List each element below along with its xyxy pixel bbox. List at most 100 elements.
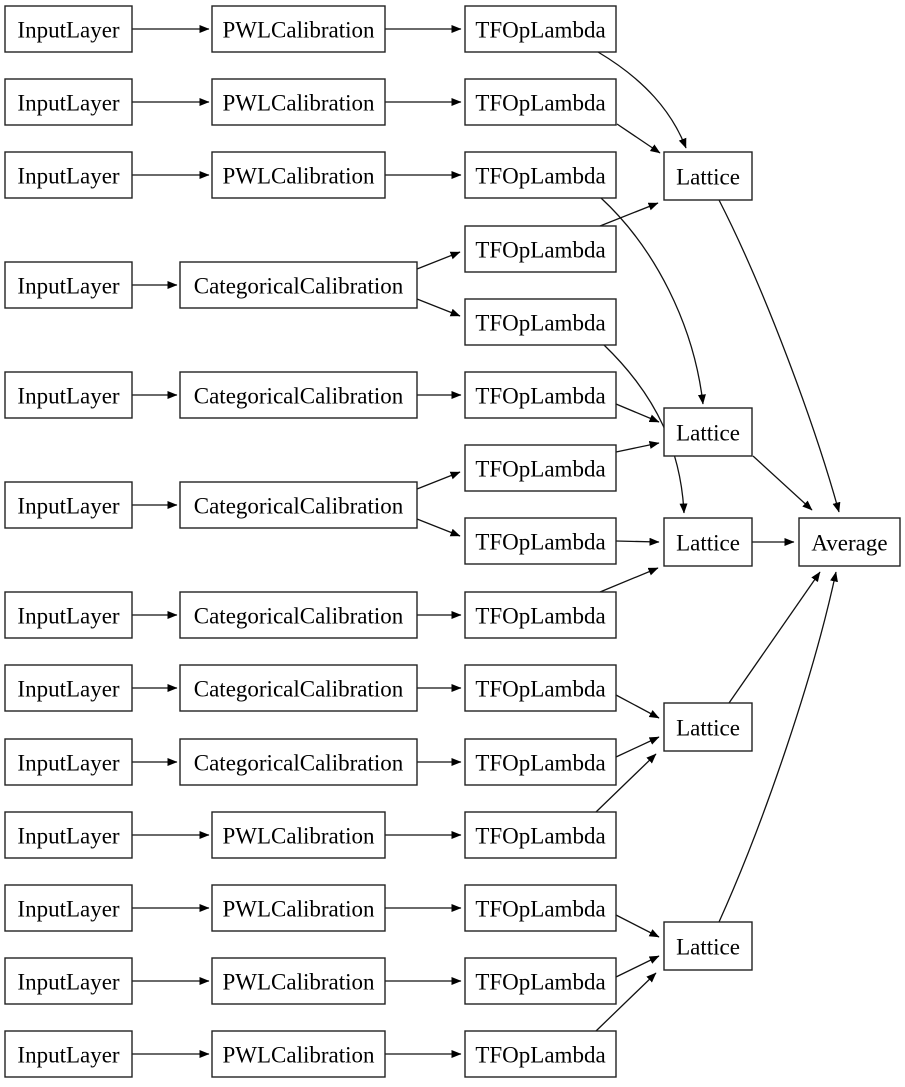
node-label-tfop13: TFOpLambda	[475, 897, 605, 922]
node-tfop15: TFOpLambda	[464, 1030, 617, 1078]
node-avg: Average	[798, 517, 901, 567]
edge-tfop10-lat4	[615, 694, 660, 719]
node-lat4: Lattice	[663, 702, 753, 752]
node-label-tfop9: TFOpLambda	[475, 604, 605, 629]
node-lat2: Lattice	[663, 407, 753, 457]
edge-tfop11-lat4	[615, 736, 660, 758]
edge-lat5-avg	[718, 571, 838, 923]
node-pwl5: PWLCalibration	[211, 884, 386, 932]
node-tfop12: TFOpLambda	[464, 811, 617, 859]
node-label-tfop4: TFOpLambda	[475, 238, 605, 263]
edge-tfop5-lat3	[603, 344, 688, 514]
edge-lat4-avg	[728, 571, 821, 704]
node-box-tfop6	[464, 371, 617, 419]
node-box-tfop10	[464, 664, 617, 712]
node-pwl4: PWLCalibration	[211, 811, 386, 859]
edge-cat3-tfop8	[416, 518, 461, 537]
edge-tfop2-lat1	[616, 123, 661, 154]
node-label-tfop12: TFOpLambda	[475, 824, 605, 849]
node-box-in4	[4, 261, 133, 309]
node-box-tfop4	[464, 225, 617, 273]
node-label-tfop11: TFOpLambda	[475, 751, 605, 776]
edge-tfop1-lat1	[597, 51, 687, 149]
node-box-cat3	[179, 481, 418, 529]
node-box-in6	[4, 481, 133, 529]
node-box-tfop9	[464, 591, 617, 639]
node-label-in7: InputLayer	[17, 604, 120, 629]
nodes-layer: InputLayerInputLayerInputLayerInputLayer…	[4, 5, 901, 1078]
node-tfop11: TFOpLambda	[464, 738, 617, 786]
edge-cat3-tfop7	[416, 471, 461, 490]
node-box-in9	[4, 738, 133, 786]
node-label-pwl1: PWLCalibration	[222, 18, 375, 43]
node-in8: InputLayer	[4, 664, 133, 712]
node-label-tfop5: TFOpLambda	[475, 311, 605, 336]
node-box-in5	[4, 371, 133, 419]
node-box-in2	[4, 78, 133, 126]
node-label-lat1: Lattice	[676, 165, 740, 190]
node-tfop4: TFOpLambda	[464, 225, 617, 273]
node-label-lat2: Lattice	[676, 421, 740, 446]
edge-tfop14-lat5	[615, 955, 660, 978]
edge-tfop7-lat2	[615, 441, 660, 453]
node-label-pwl3: PWLCalibration	[222, 164, 375, 189]
node-label-tfop1: TFOpLambda	[475, 18, 605, 43]
node-box-in3	[4, 151, 133, 199]
edge-lat2-avg	[752, 455, 813, 511]
node-in11: InputLayer	[4, 884, 133, 932]
node-pwl2: PWLCalibration	[211, 78, 386, 126]
node-label-in13: InputLayer	[17, 1043, 120, 1068]
node-box-tfop7	[464, 444, 617, 492]
node-label-pwl7: PWLCalibration	[222, 1043, 375, 1068]
edge-tfop8-lat3	[615, 537, 660, 546]
node-label-lat3: Lattice	[676, 531, 740, 556]
node-label-cat6: CategoricalCalibration	[194, 751, 404, 776]
node-label-in12: InputLayer	[17, 970, 120, 995]
node-box-pwl1	[211, 5, 386, 53]
node-lat1: Lattice	[663, 151, 753, 201]
node-label-pwl2: PWLCalibration	[222, 91, 375, 116]
node-in1: InputLayer	[4, 5, 133, 53]
node-box-cat2	[179, 371, 418, 419]
edge-tfop6-lat2	[615, 403, 660, 423]
node-box-pwl3	[211, 151, 386, 199]
node-label-tfop14: TFOpLambda	[475, 970, 605, 995]
node-cat6: CategoricalCalibration	[179, 738, 418, 786]
node-tfop5: TFOpLambda	[464, 298, 617, 346]
node-pwl1: PWLCalibration	[211, 5, 386, 53]
node-label-lat5: Lattice	[676, 935, 740, 960]
node-label-pwl6: PWLCalibration	[222, 970, 375, 995]
node-tfop1: TFOpLambda	[464, 5, 617, 53]
node-in9: InputLayer	[4, 738, 133, 786]
node-box-cat6	[179, 738, 418, 786]
node-pwl6: PWLCalibration	[211, 957, 386, 1005]
node-box-pwl7	[211, 1030, 386, 1078]
node-box-lat3	[663, 517, 753, 567]
node-label-in8: InputLayer	[17, 677, 120, 702]
edge-tfop15-lat5	[595, 972, 657, 1032]
node-box-tfop12	[464, 811, 617, 859]
node-in3: InputLayer	[4, 151, 133, 199]
node-label-in10: InputLayer	[17, 824, 120, 849]
node-box-cat5	[179, 664, 418, 712]
node-box-tfop15	[464, 1030, 617, 1078]
node-pwl3: PWLCalibration	[211, 151, 386, 199]
node-box-lat4	[663, 702, 753, 752]
edge-cat1-tfop4	[416, 251, 461, 270]
edge-tfop13-lat5	[615, 914, 660, 938]
node-in4: InputLayer	[4, 261, 133, 309]
node-box-pwl2	[211, 78, 386, 126]
node-box-tfop1	[464, 5, 617, 53]
node-in12: InputLayer	[4, 957, 133, 1005]
node-label-in4: InputLayer	[17, 274, 120, 299]
node-box-cat4	[179, 591, 418, 639]
node-tfop13: TFOpLambda	[464, 884, 617, 932]
node-in6: InputLayer	[4, 481, 133, 529]
node-label-cat2: CategoricalCalibration	[194, 384, 404, 409]
node-pwl7: PWLCalibration	[211, 1030, 386, 1078]
node-tfop14: TFOpLambda	[464, 957, 617, 1005]
node-label-in6: InputLayer	[17, 494, 120, 519]
node-box-pwl4	[211, 811, 386, 859]
node-label-tfop7: TFOpLambda	[475, 457, 605, 482]
node-box-in8	[4, 664, 133, 712]
